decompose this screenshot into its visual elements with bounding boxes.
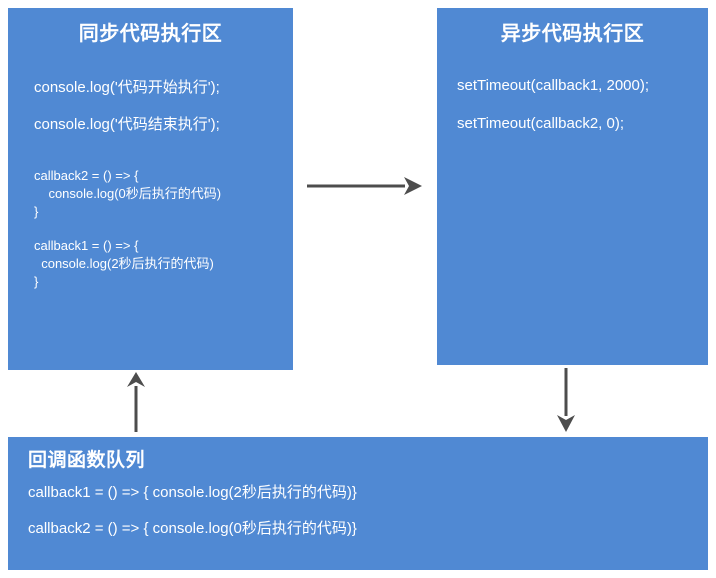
down-arrow-icon [557, 368, 575, 432]
queue-entries: callback1 = () => { console.log(2秒后执行的代码… [28, 483, 708, 539]
async-execution-box: 异步代码执行区 setTimeout(callback1, 2000); set… [437, 8, 708, 365]
sync-box-title: 同步代码执行区 [78, 23, 223, 45]
callback2-def-line-1: callback2 = () => { [34, 168, 139, 183]
callback2-definition: callback2 = () => { console.log(0秒后执行的代码… [34, 167, 293, 221]
sync-statement-1: console.log('代码开始执行'); [34, 79, 220, 96]
callback-queue-box: 回调函数队列 callback1 = () => { console.log(2… [8, 437, 708, 570]
async-box-title: 异步代码执行区 [500, 23, 645, 45]
sync-callback-definitions: callback2 = () => { console.log(0秒后执行的代码… [34, 167, 293, 291]
sync-statements: console.log('代码开始执行'); console.log('代码结束… [34, 78, 293, 135]
callback1-def-line-2: console.log(2秒后执行的代码) [34, 256, 214, 271]
callback1-def-line-3: } [34, 274, 39, 289]
callback1-def-line-1: callback1 = () => { [34, 238, 139, 253]
callback1-definition: callback1 = () => { console.log(2秒后执行的代码… [34, 237, 293, 291]
queue-entry-2: callback2 = () => { console.log(0秒后执行的代码… [28, 520, 357, 537]
callback2-def-line-3: } [34, 204, 39, 219]
sync-statement-2: console.log('代码结束执行'); [34, 116, 220, 133]
up-arrow-icon [127, 372, 145, 432]
async-statements: setTimeout(callback1, 2000); setTimeout(… [457, 76, 708, 134]
queue-entry-1: callback1 = () => { console.log(2秒后执行的代码… [28, 484, 357, 501]
queue-box-title: 回调函数队列 [28, 450, 146, 471]
async-statement-1: setTimeout(callback1, 2000); [457, 77, 650, 94]
sync-execution-box: 同步代码执行区 console.log('代码开始执行'); console.l… [8, 8, 293, 370]
async-statement-2: setTimeout(callback2, 0); [457, 115, 625, 132]
callback2-def-line-2: console.log(0秒后执行的代码) [34, 186, 222, 201]
right-arrow-icon [307, 177, 422, 195]
